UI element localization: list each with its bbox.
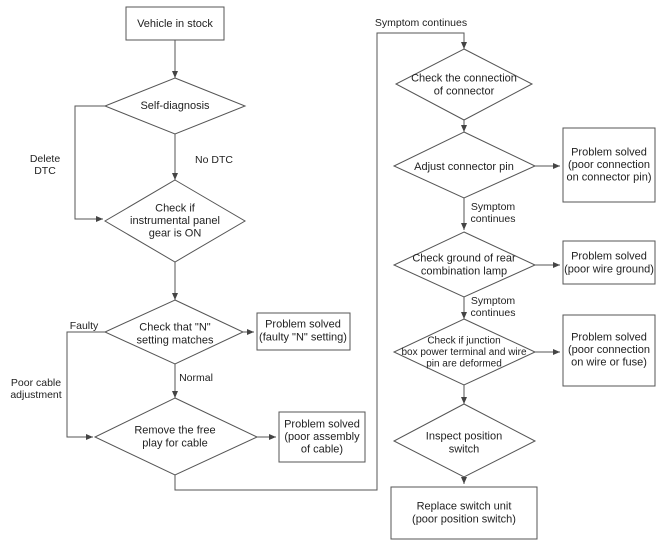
text-line: continues bbox=[471, 307, 516, 319]
text-line: Self-diagnosis bbox=[140, 100, 210, 112]
text-line: play for cable bbox=[142, 437, 207, 449]
node-solved-faulty-n: Problem solved(faulty "N" setting) bbox=[259, 319, 347, 344]
text-line: Normal bbox=[179, 372, 213, 384]
text-line: Faulty bbox=[70, 320, 99, 332]
connectors bbox=[66, 32, 560, 491]
decision-diamond-gear-on bbox=[104, 179, 246, 263]
label-normal: Normal bbox=[179, 372, 213, 384]
text-line: (poor connection bbox=[568, 159, 650, 171]
text-line: Remove the free bbox=[134, 425, 215, 437]
text-line: setting matches bbox=[136, 334, 214, 346]
text-line: Inspect position bbox=[426, 431, 502, 443]
result-box bbox=[562, 127, 656, 203]
text-line: No DTC bbox=[195, 154, 233, 166]
text-line: Problem solved bbox=[284, 418, 360, 430]
decision-diamond-n-setting bbox=[103, 299, 245, 365]
node-self-diagnosis: Self-diagnosis bbox=[140, 100, 210, 112]
node-adjust-connector-pin: Adjust connector pin bbox=[414, 161, 514, 173]
result-box bbox=[278, 411, 366, 463]
text-line: (poor wire ground) bbox=[564, 263, 654, 275]
text-line: pin are deformed bbox=[426, 358, 502, 369]
text-line: Check if junction bbox=[427, 335, 500, 346]
text-line: Replace switch unit bbox=[417, 501, 512, 513]
result-box bbox=[562, 314, 656, 387]
text-line: Symptom bbox=[471, 295, 516, 307]
text-line: (poor position switch) bbox=[412, 513, 516, 525]
shapes bbox=[93, 6, 656, 540]
text-line: Check ground of rear bbox=[412, 253, 516, 265]
text-line: combination lamp bbox=[421, 265, 507, 277]
text-line: Check the connection bbox=[411, 73, 517, 85]
connector bbox=[74, 105, 105, 222]
decision-diamond-adjust-pin bbox=[392, 131, 537, 199]
text-line: on connector pin) bbox=[567, 172, 652, 184]
text-line: (poor assembly bbox=[284, 431, 360, 443]
text-line: box power terminal and wire bbox=[401, 347, 526, 358]
text-line: Symptom bbox=[471, 201, 516, 213]
node-solved-wire-ground: Problem solved(poor wire ground) bbox=[564, 251, 654, 276]
text-line: Check if bbox=[155, 202, 196, 214]
text-line: Symptom continues bbox=[375, 17, 467, 29]
decision-diamond-connector bbox=[394, 48, 534, 121]
text-line: Poor cable bbox=[11, 377, 61, 389]
text-line: of connector bbox=[434, 85, 495, 97]
text-line: on wire or fuse) bbox=[571, 357, 647, 369]
text-line: Delete bbox=[30, 153, 61, 165]
label-faulty: Faulty bbox=[70, 320, 99, 332]
text-line: (poor connection bbox=[568, 344, 650, 356]
start-box bbox=[125, 6, 225, 41]
decision-diamond-self-diagnosis bbox=[103, 77, 247, 135]
connector bbox=[66, 331, 105, 440]
text-line: Problem solved bbox=[571, 146, 647, 158]
text-line: Vehicle in stock bbox=[137, 18, 213, 30]
label-no-dtc: No DTC bbox=[195, 154, 233, 166]
text-line: gear is ON bbox=[149, 228, 202, 240]
connector bbox=[174, 32, 467, 491]
node-replace-switch-unit: Replace switch unit(poor position switch… bbox=[412, 501, 516, 526]
end-box bbox=[390, 486, 538, 540]
node-vehicle-in-stock: Vehicle in stock bbox=[137, 18, 213, 30]
text-line: adjustment bbox=[10, 389, 61, 401]
text-line: of cable) bbox=[301, 444, 343, 456]
node-check-n-setting: Check that "N"setting matches bbox=[136, 322, 214, 347]
text-line: (faulty "N" setting) bbox=[259, 331, 347, 343]
text-line: Problem solved bbox=[265, 319, 341, 331]
decision-diamond-free-play bbox=[93, 397, 259, 476]
text-line: continues bbox=[471, 213, 516, 225]
decision-diamond-junction-box bbox=[392, 318, 537, 386]
text-line: switch bbox=[449, 443, 480, 455]
text-line: instrumental panel bbox=[130, 215, 220, 227]
label-symptom-continues-top: Symptom continues bbox=[375, 17, 467, 29]
text-line: DTC bbox=[34, 165, 56, 177]
text-line: Problem solved bbox=[571, 251, 647, 263]
decision-diamond-ground bbox=[392, 231, 537, 298]
text-line: Adjust connector pin bbox=[414, 161, 514, 173]
text-line: Problem solved bbox=[571, 331, 647, 343]
text-line: Check that "N" bbox=[139, 322, 210, 334]
decision-diamond-position-switch bbox=[392, 403, 537, 478]
result-box bbox=[562, 240, 656, 285]
result-box bbox=[256, 312, 351, 351]
